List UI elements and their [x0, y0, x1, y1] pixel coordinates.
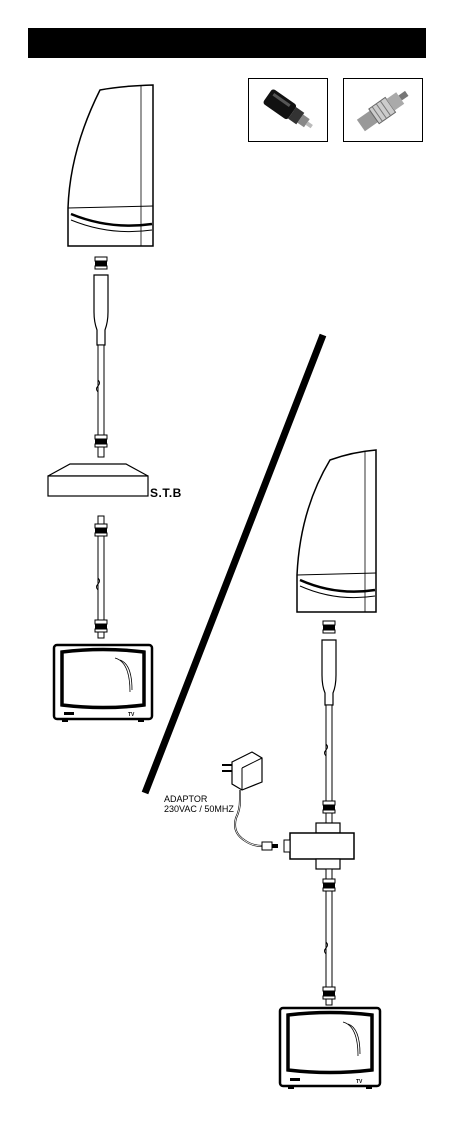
- coax-cable-icon: [94, 257, 108, 457]
- tv-icon: TV: [280, 1008, 380, 1089]
- coax-cable-icon: [323, 869, 335, 1005]
- tv-badge-right: TV: [356, 1079, 363, 1085]
- coax-cable-icon: [95, 516, 107, 638]
- adaptor-label-line1: ADAPTOR: [164, 794, 234, 804]
- tv-icon: TV: [54, 645, 152, 722]
- antenna-icon: [297, 450, 376, 612]
- coax-cable-icon: [322, 621, 336, 823]
- divider-line: [145, 335, 323, 793]
- tv-badge-left: TV: [128, 712, 135, 718]
- splitter-icon: [284, 823, 354, 869]
- adaptor-label-line2: 230VAC / 50MHZ: [164, 804, 234, 814]
- antenna-icon: [68, 85, 153, 246]
- stb-label: S.T.B: [150, 486, 182, 500]
- set-top-box-icon: [48, 464, 148, 496]
- adaptor-label: ADAPTOR 230VAC / 50MHZ: [164, 794, 234, 814]
